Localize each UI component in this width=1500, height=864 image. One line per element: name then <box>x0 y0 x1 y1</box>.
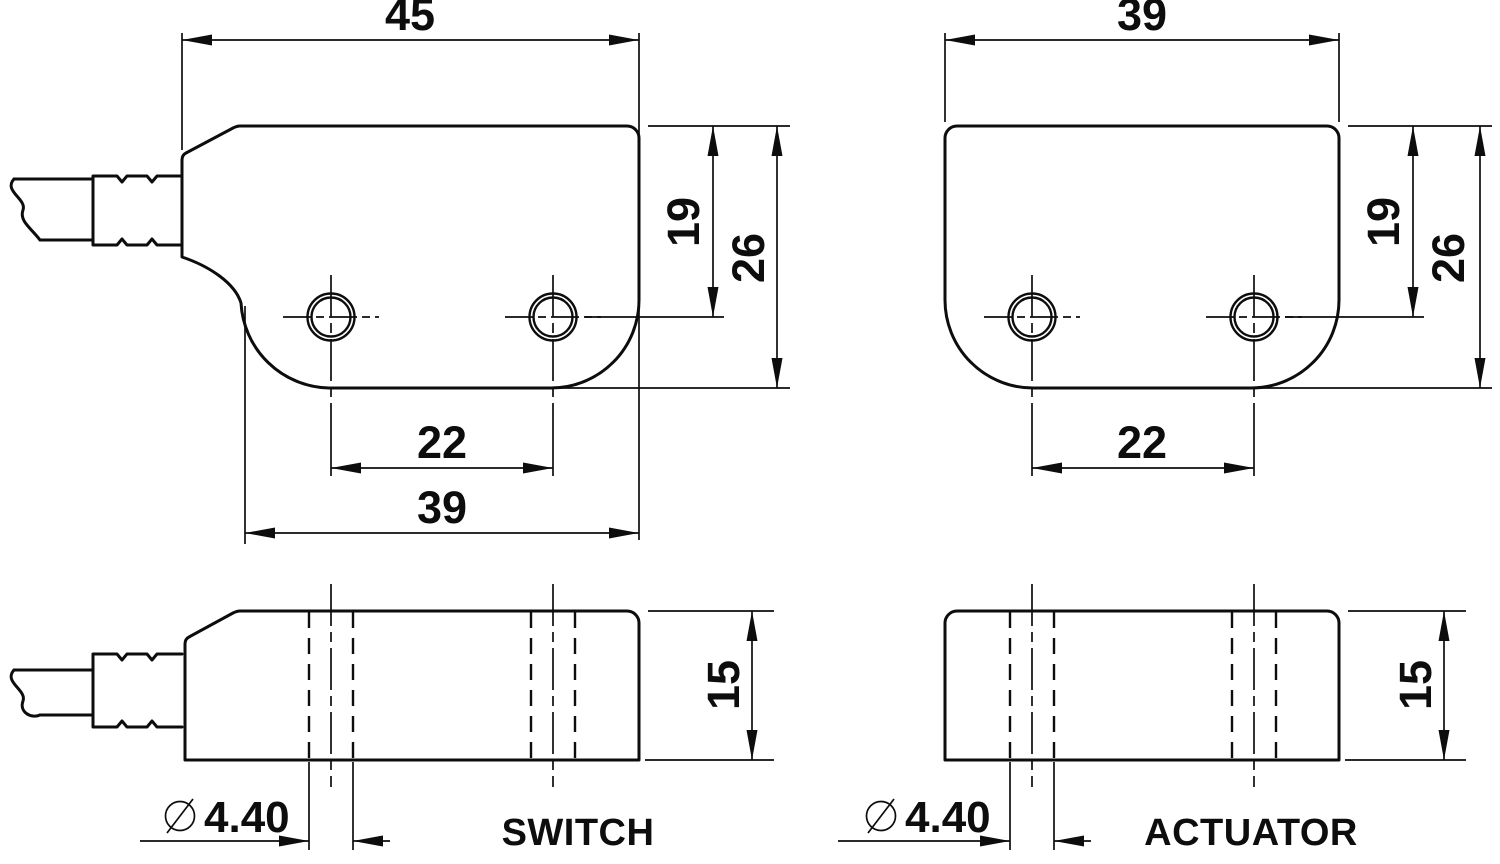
actuator-side-hidden-holes <box>1008 584 1278 787</box>
switch-front-view: 45 19 26 22 39 <box>9 0 790 544</box>
diameter-symbol <box>164 798 196 834</box>
dim-switch-side-hole-diameter: 4.40 <box>204 793 290 842</box>
actuator-front-body-outline <box>943 124 1341 390</box>
actuator-label: ACTUATOR <box>1144 812 1358 854</box>
dim-switch-side-height: 15 <box>698 660 749 710</box>
dim-actuator-front-hole-height: 19 <box>1358 197 1409 247</box>
switch-front-cable <box>9 174 184 247</box>
switch-side-view: 15 4.40 SWITCH <box>9 584 774 854</box>
switch-side-dimensions <box>140 610 774 850</box>
switch-side-hidden-holes <box>307 584 577 787</box>
dim-switch-front-height: 26 <box>723 233 774 283</box>
switch-side-body-outline <box>183 609 641 762</box>
cable-break-line <box>9 668 42 718</box>
switch-label: SWITCH <box>502 812 655 854</box>
switch-front-dimensions <box>181 33 790 544</box>
actuator-front-view: 39 19 26 22 <box>943 0 1492 476</box>
actuator-front-dimensions <box>944 33 1492 476</box>
cable-break-line <box>9 177 42 242</box>
dim-actuator-side-height: 15 <box>1390 660 1441 710</box>
dim-switch-front-hole-spacing: 22 <box>417 417 467 468</box>
actuator-side-view: 15 4.40 ACTUATOR <box>838 584 1466 854</box>
switch-front-body-outline <box>180 124 641 390</box>
dim-actuator-front-height: 26 <box>1423 233 1474 283</box>
dim-actuator-front-hole-spacing: 22 <box>1117 417 1167 468</box>
switch-side-cable <box>9 652 184 729</box>
dim-switch-front-base-width: 39 <box>417 482 467 533</box>
dim-actuator-side-hole-diameter: 4.40 <box>905 793 991 842</box>
diameter-symbol <box>865 798 897 834</box>
actuator-front-centerlines <box>984 275 1302 412</box>
dim-switch-front-width: 45 <box>385 0 435 40</box>
connector-outline <box>91 174 184 247</box>
actuator-side-body-outline <box>943 609 1341 762</box>
dim-actuator-front-width: 39 <box>1117 0 1167 40</box>
actuator-side-dimensions <box>838 610 1466 850</box>
connector-outline <box>91 652 184 729</box>
switch-front-centerlines <box>283 275 601 412</box>
dim-switch-front-hole-height: 19 <box>658 197 709 247</box>
